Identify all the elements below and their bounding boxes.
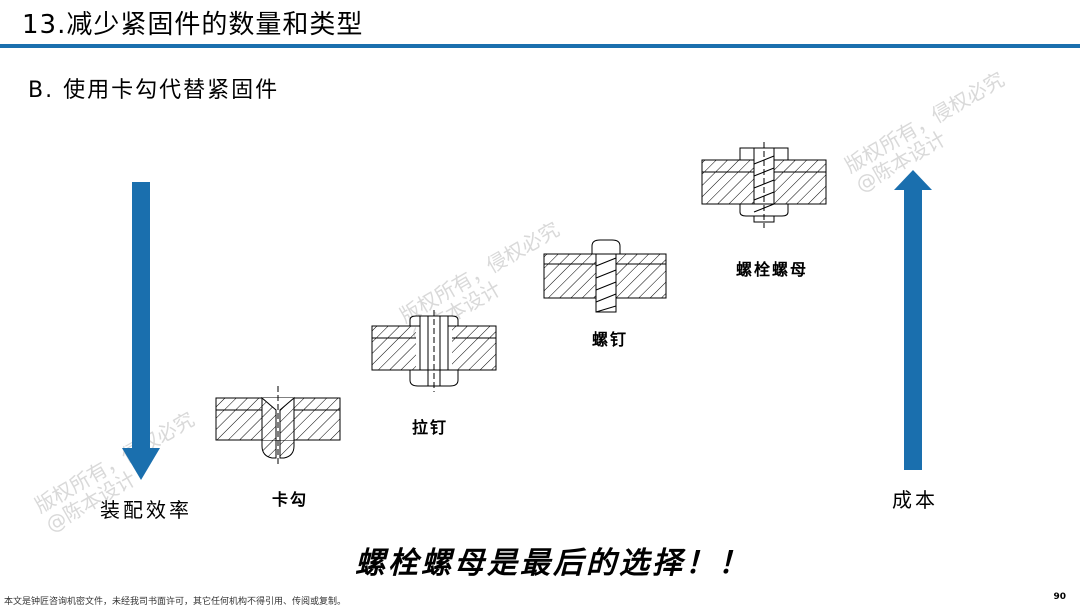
down-arrow-icon (122, 182, 160, 480)
snap-hook-label: 卡勾 (272, 490, 309, 509)
section-subtitle: B. 使用卡勾代替紧固件 (28, 78, 280, 103)
conclusion-text: 螺栓螺母是最后的选择！！ (355, 546, 751, 581)
rivet-icon (371, 310, 497, 392)
cost-label: 成本 (892, 488, 938, 512)
page-title: 13.减少紧固件的数量和类型 (22, 10, 364, 40)
up-arrow-icon (894, 170, 932, 470)
bolt-nut-label: 螺栓螺母 (736, 260, 809, 279)
page-number: 90 (1053, 592, 1066, 602)
bolt-nut-icon (701, 142, 827, 228)
snap-hook-icon (215, 386, 341, 464)
screw-icon (543, 239, 667, 313)
title-divider (0, 44, 1080, 48)
confidentiality-notice: 本文是钟匠咨询机密文件，未经我司书面许可，其它任何机构不得引用、传阅或复制。 (4, 597, 347, 607)
rivet-label: 拉钉 (412, 418, 449, 437)
assembly-efficiency-label: 装配效率 (100, 498, 192, 522)
screw-label: 螺钉 (592, 330, 629, 349)
